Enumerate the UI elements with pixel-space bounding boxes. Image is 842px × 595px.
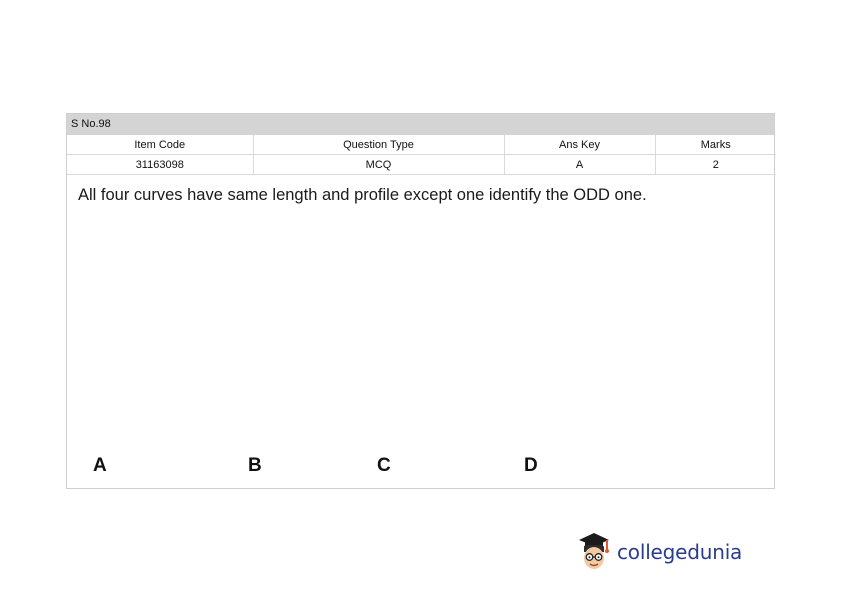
- collegedunia-logo: collegedunia: [577, 530, 742, 574]
- item-code-value: 31163098: [67, 154, 254, 175]
- logo-text: collegedunia: [617, 540, 743, 564]
- serial-number: S No.98: [67, 114, 774, 135]
- option-label-a: A: [93, 455, 107, 476]
- graduate-mascot-icon: [579, 533, 609, 569]
- question-text: All four curves have same length and pro…: [78, 186, 647, 204]
- question-type-value: MCQ: [252, 154, 505, 175]
- ans-key-value: A: [503, 154, 656, 175]
- option-label-c: C: [377, 455, 391, 476]
- option-label-d: D: [524, 455, 538, 476]
- meta-value-row: 31163098 MCQ A 2: [67, 154, 776, 175]
- meta-table: Item Code Question Type Ans Key Marks 31…: [67, 135, 776, 175]
- col-ans-key: Ans Key: [503, 135, 656, 155]
- question-card: S No.98 Item Code Question Type Ans Key …: [66, 113, 776, 489]
- col-question-type: Question Type: [252, 135, 505, 155]
- meta-header-row: Item Code Question Type Ans Key Marks: [67, 135, 776, 155]
- col-item-code: Item Code: [67, 135, 254, 155]
- col-marks: Marks: [654, 135, 776, 155]
- option-label-b: B: [248, 455, 262, 476]
- marks-value: 2: [654, 154, 776, 175]
